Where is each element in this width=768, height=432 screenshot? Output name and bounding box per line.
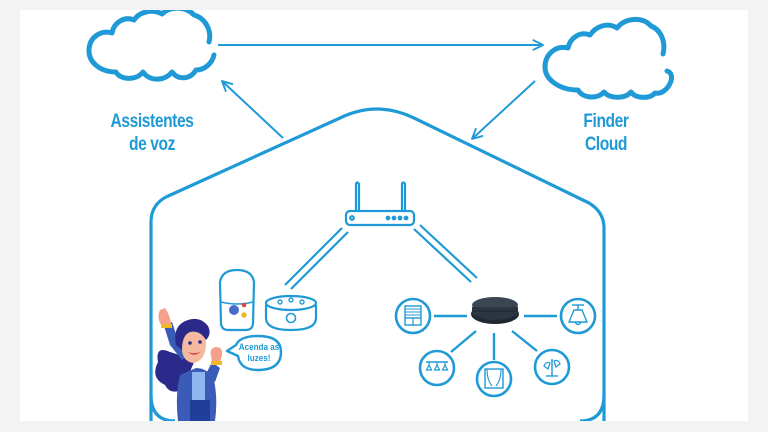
ceiling-lamp-icon [559,297,597,335]
diagram-canvas [20,10,748,421]
spoke-plug [511,330,538,352]
finder-cloud-label-line2: Cloud [584,134,628,155]
connection-router-to-echo [284,227,349,290]
voice-assistants-label-line1: Assistentes [110,111,194,132]
smart-hub-icon [471,297,519,324]
arrow-finder-to-home [471,80,536,140]
house-outline [149,107,606,421]
connection-router-to-hub [413,224,478,283]
speech-line2: luzes! [247,353,271,364]
arrow-home-to-voice [221,80,284,139]
google-home-speaker-icon [218,268,256,332]
woman-character [155,308,223,421]
spoke-light-track [450,330,477,353]
curtain-window-icon [475,360,513,398]
track-lights-icon [418,349,456,387]
voice-assistants-label-line2: de voz [128,134,176,155]
wifi-router-icon [344,181,416,227]
echo-dot-speaker-icon [264,294,318,332]
speech-bubble [225,334,283,372]
finder-cloud-label-line1: Finder [583,111,629,132]
roller-shutter-icon [394,297,432,335]
speech-line1: Acenda as [238,342,280,353]
plug-socket-icon [533,348,571,386]
finder-cloud-label: Finder Cloud [565,110,647,156]
voice-assistants-label: Assistentes de voz [104,110,199,156]
house-base-corners [149,394,606,421]
speech-bubble-text: Acenda as luzes! [236,342,282,364]
hub-connections [434,314,557,360]
cloud-icon-voice-assistants [86,10,217,82]
cloud-icon-finder [542,17,674,100]
